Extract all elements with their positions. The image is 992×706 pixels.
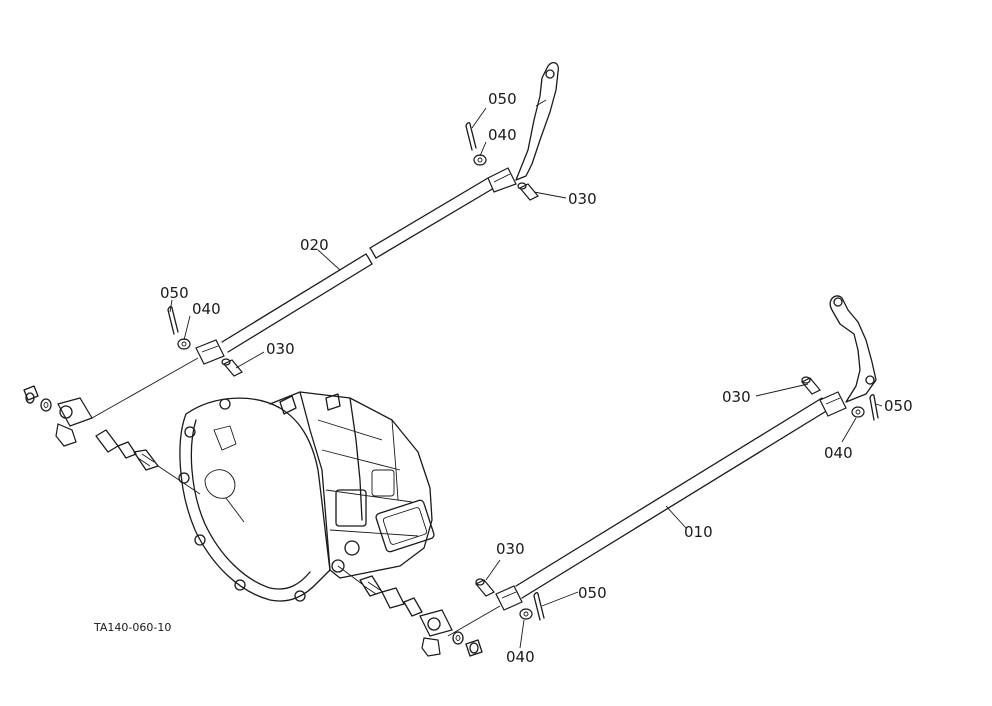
callout-lower-left-pin: 030 <box>496 540 525 558</box>
callout-lower-left-washer: 040 <box>506 648 535 666</box>
upper-rod <box>91 61 559 419</box>
upper-right-fasteners <box>465 122 539 201</box>
transmission-housing <box>178 391 435 602</box>
callout-upper-left-washer: 040 <box>192 300 221 318</box>
lower-left-fasteners <box>475 578 545 621</box>
callout-upper-rod: 020 <box>300 236 329 254</box>
callout-lower-right-cotter: 050 <box>884 397 913 415</box>
upper-shift-shaft <box>23 385 201 495</box>
callout-upper-right-pin: 030 <box>568 190 597 208</box>
callout-lower-right-pin: 030 <box>722 388 751 406</box>
lower-right-fasteners <box>801 376 879 421</box>
figure-reference-code: TA140-060-10 <box>93 621 171 634</box>
lower-rod <box>447 295 877 637</box>
callout-upper-right-cotter: 050 <box>488 90 517 108</box>
lower-shift-shaft <box>337 565 483 657</box>
callout-upper-left-pin: 030 <box>266 340 295 358</box>
leader-lines <box>169 107 883 649</box>
callout-labels: 050 040 030 020 050 040 030 030 050 040 … <box>93 90 913 666</box>
callout-upper-right-washer: 040 <box>488 126 517 144</box>
callout-lower-right-washer: 040 <box>824 444 853 462</box>
callout-upper-left-cotter: 050 <box>160 284 189 302</box>
callout-lower-left-cotter: 050 <box>578 584 607 602</box>
callout-lower-rod: 010 <box>684 523 713 541</box>
